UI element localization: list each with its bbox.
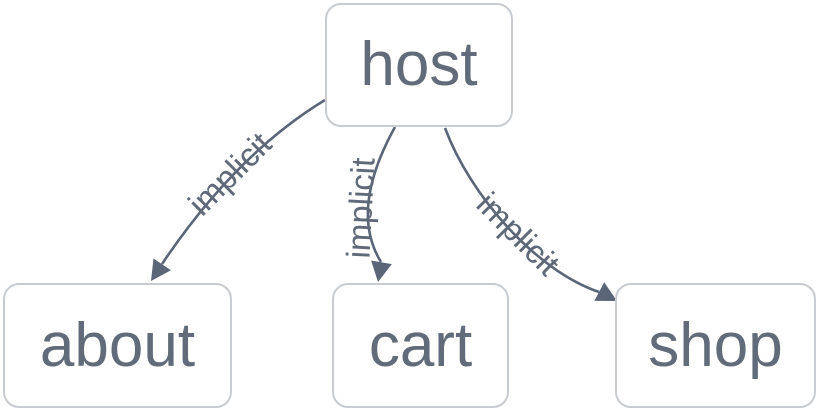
arrowhead-host-cart <box>371 260 392 282</box>
edge-host-cart <box>366 126 397 263</box>
node-host-label: host <box>360 30 478 99</box>
edge-host-shop <box>443 127 600 294</box>
edge-label-host-shop: implicit <box>470 185 567 282</box>
edge-label-host-cart: implicit <box>339 157 381 260</box>
arrowhead-host-about <box>151 258 171 281</box>
node-shop[interactable]: shop <box>615 283 816 408</box>
node-host[interactable]: host <box>325 3 513 127</box>
edge-label-host-about: implicit <box>181 125 278 222</box>
edge-host-about <box>160 98 326 265</box>
node-about-label: about <box>39 310 196 380</box>
node-shop-label: shop <box>648 310 783 380</box>
node-cart-label: cart <box>368 310 473 380</box>
node-about[interactable]: about <box>3 283 232 408</box>
node-cart[interactable]: cart <box>332 283 509 408</box>
arrowhead-host-shop <box>594 282 617 301</box>
